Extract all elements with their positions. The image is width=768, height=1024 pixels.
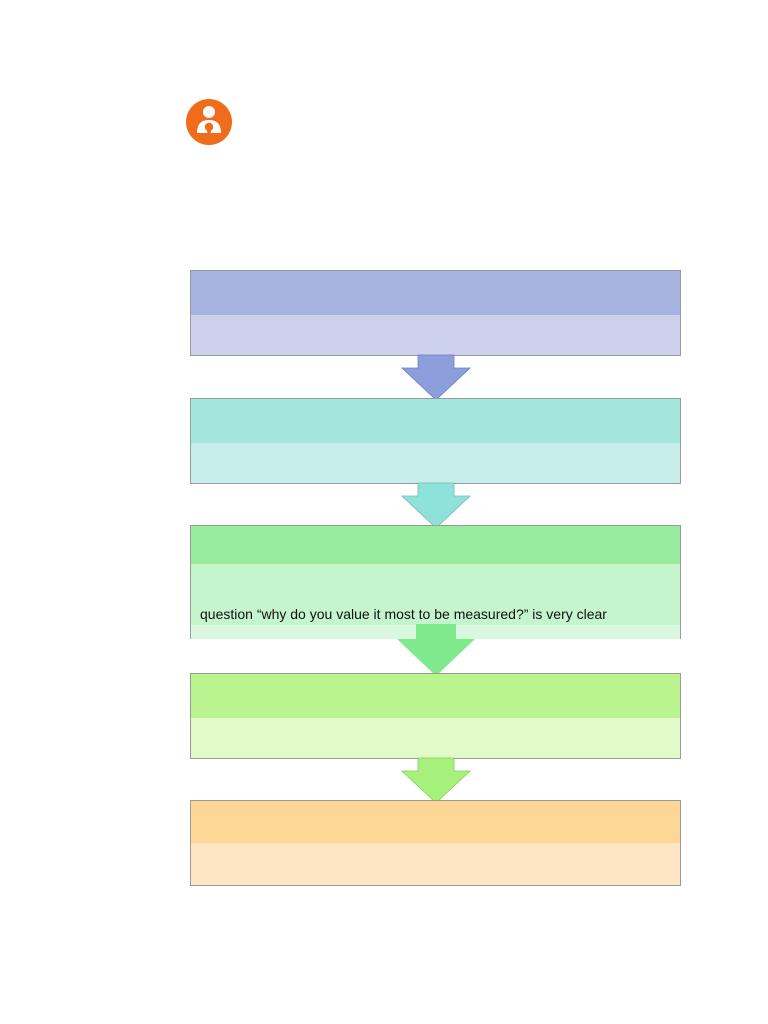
flow-arrow-2 bbox=[400, 482, 472, 529]
flow-step-3-text: question “why do you value it most to be… bbox=[200, 606, 607, 622]
flow-step-4-header bbox=[191, 674, 680, 720]
flow-step-4-body bbox=[191, 718, 680, 758]
flow-step-3 bbox=[190, 525, 681, 639]
flow-arrow-1 bbox=[400, 354, 472, 401]
flow-step-5 bbox=[190, 800, 681, 886]
flow-arrow-3 bbox=[397, 624, 475, 676]
flow-step-5-body bbox=[191, 843, 680, 885]
flow-step-1-header bbox=[191, 271, 680, 317]
flow-step-2-body bbox=[191, 443, 680, 483]
flow-arrow-4 bbox=[400, 757, 472, 804]
flow-step-5-header bbox=[191, 801, 680, 845]
flow-step-2 bbox=[190, 398, 681, 484]
person-bulb-icon bbox=[186, 99, 232, 145]
flow-step-2-header bbox=[191, 399, 680, 445]
flow-step-1 bbox=[190, 270, 681, 356]
flow-step-1-body bbox=[191, 315, 680, 355]
logo bbox=[185, 98, 233, 146]
flow-step-3-body bbox=[191, 564, 680, 625]
flow-step-3-header bbox=[191, 526, 680, 564]
flow-step-4 bbox=[190, 673, 681, 759]
